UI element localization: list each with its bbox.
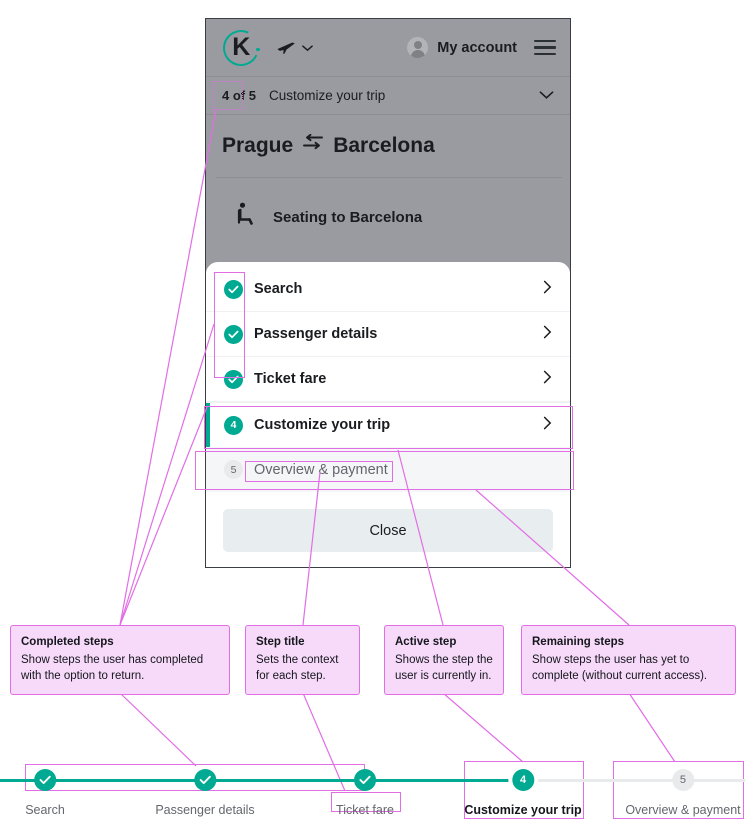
callout-completed-steps: Completed steps Show steps the user has … [10,625,230,696]
close-button[interactable]: Close [223,509,553,552]
callout-body: Sets the context for each step. [256,653,339,683]
check-icon [224,279,243,299]
seat-icon [236,202,256,232]
chevron-down-icon [302,44,313,52]
steps-list: Search Passenger details [206,262,570,492]
stepper-node-passenger-details[interactable]: Passenger details [155,745,255,817]
callout-title: Step title [256,636,305,648]
callout-title: Completed steps [21,636,114,648]
check-icon [224,324,243,344]
stepper-node-customize-your-trip[interactable]: 4 Customize your trip [464,745,582,817]
burger-bar [534,53,556,56]
callout-body: Shows the step the user is currently in. [395,653,493,683]
trip-route-text: Prague Barcelona [222,133,435,158]
seating-label: Seating to Barcelona [273,208,423,226]
stepper-label: Passenger details [155,803,255,817]
travel-mode-selector[interactable] [276,40,313,55]
step-label: Search [254,281,303,297]
seating-section[interactable]: Seating to Barcelona [206,178,570,256]
step-label: Overview & payment [254,461,388,478]
hamburger-menu-icon[interactable] [534,39,556,56]
step-row-ticket-fare[interactable]: Ticket fare [206,357,570,402]
step-label: Passenger details [254,326,378,342]
callout-title: Remaining steps [532,636,625,648]
chevron-down-icon[interactable] [539,87,554,105]
app-navbar: K My account [206,19,570,77]
callout-body: Show steps the user has yet to complete … [532,653,708,683]
burger-bar [534,39,556,42]
callout-step-title: Step title Sets the context for each ste… [245,625,360,696]
callout-title: Active step [395,636,457,648]
steps-bottom-sheet: Search Passenger details [206,262,570,567]
chevron-right-icon [543,325,552,344]
step-number-badge: 4 [512,769,534,791]
account-label: My account [437,39,517,56]
check-icon [353,769,376,791]
logo-dot [256,47,260,52]
burger-bar [534,46,556,49]
callout-remaining-steps: Remaining steps Show steps the user has … [521,625,736,696]
callout-active-step: Active step Shows the step the user is c… [384,625,504,696]
step-header-bar[interactable]: 4 of 5 Customize your trip [206,77,570,115]
step-row-search[interactable]: Search [206,267,570,312]
step-header-title: Customize your trip [268,88,386,103]
chevron-right-icon [543,370,552,389]
logo-letter: K [232,33,250,61]
step-row-customize-your-trip[interactable]: 4 Customize your trip [206,402,570,447]
step-number-badge: 5 [671,769,694,791]
kiwi-logo-icon[interactable]: K [217,24,265,71]
two-way-arrows-icon [302,133,324,158]
stepper-track-progress [0,779,523,782]
step-row-passenger-details[interactable]: Passenger details [206,312,570,357]
stepper-label: Overview & payment [625,803,741,817]
stepper-label: Ticket fare [336,803,394,817]
step-number-badge: 5 [224,460,243,479]
callout-body: Show steps the user has completed with t… [21,653,204,683]
trip-destination: Barcelona [333,134,435,157]
stepper-node-search[interactable]: Search [25,745,65,817]
plane-icon [276,40,297,55]
stepper-label: Customize your trip [464,803,582,817]
chevron-right-icon [543,280,552,299]
check-icon [33,769,56,791]
close-button-wrap: Close [206,492,570,552]
stepper-node-overview-and-payment: 5 Overview & payment [625,745,741,817]
phone-mockup: K My account [205,18,571,568]
check-icon [194,769,216,791]
stepper-label: Search [25,803,65,817]
check-icon [224,369,243,389]
trip-route-heading: Prague Barcelona [206,115,570,177]
trip-divider [216,177,562,178]
step-label: Customize your trip [254,417,391,433]
progress-stepper: Search Passenger details Ticket fare 4 C… [0,745,745,837]
trip-origin: Prague [222,134,294,157]
stepper-node-ticket-fare[interactable]: Ticket fare [336,745,394,817]
account-menu[interactable]: My account [407,37,517,58]
chevron-right-icon [543,416,552,435]
step-label: Ticket fare [254,371,327,387]
step-number-badge: 4 [224,415,243,435]
step-row-overview-and-payment: 5 Overview & payment [206,447,570,492]
step-counter: 4 of 5 [222,88,256,103]
avatar-icon [407,37,429,58]
